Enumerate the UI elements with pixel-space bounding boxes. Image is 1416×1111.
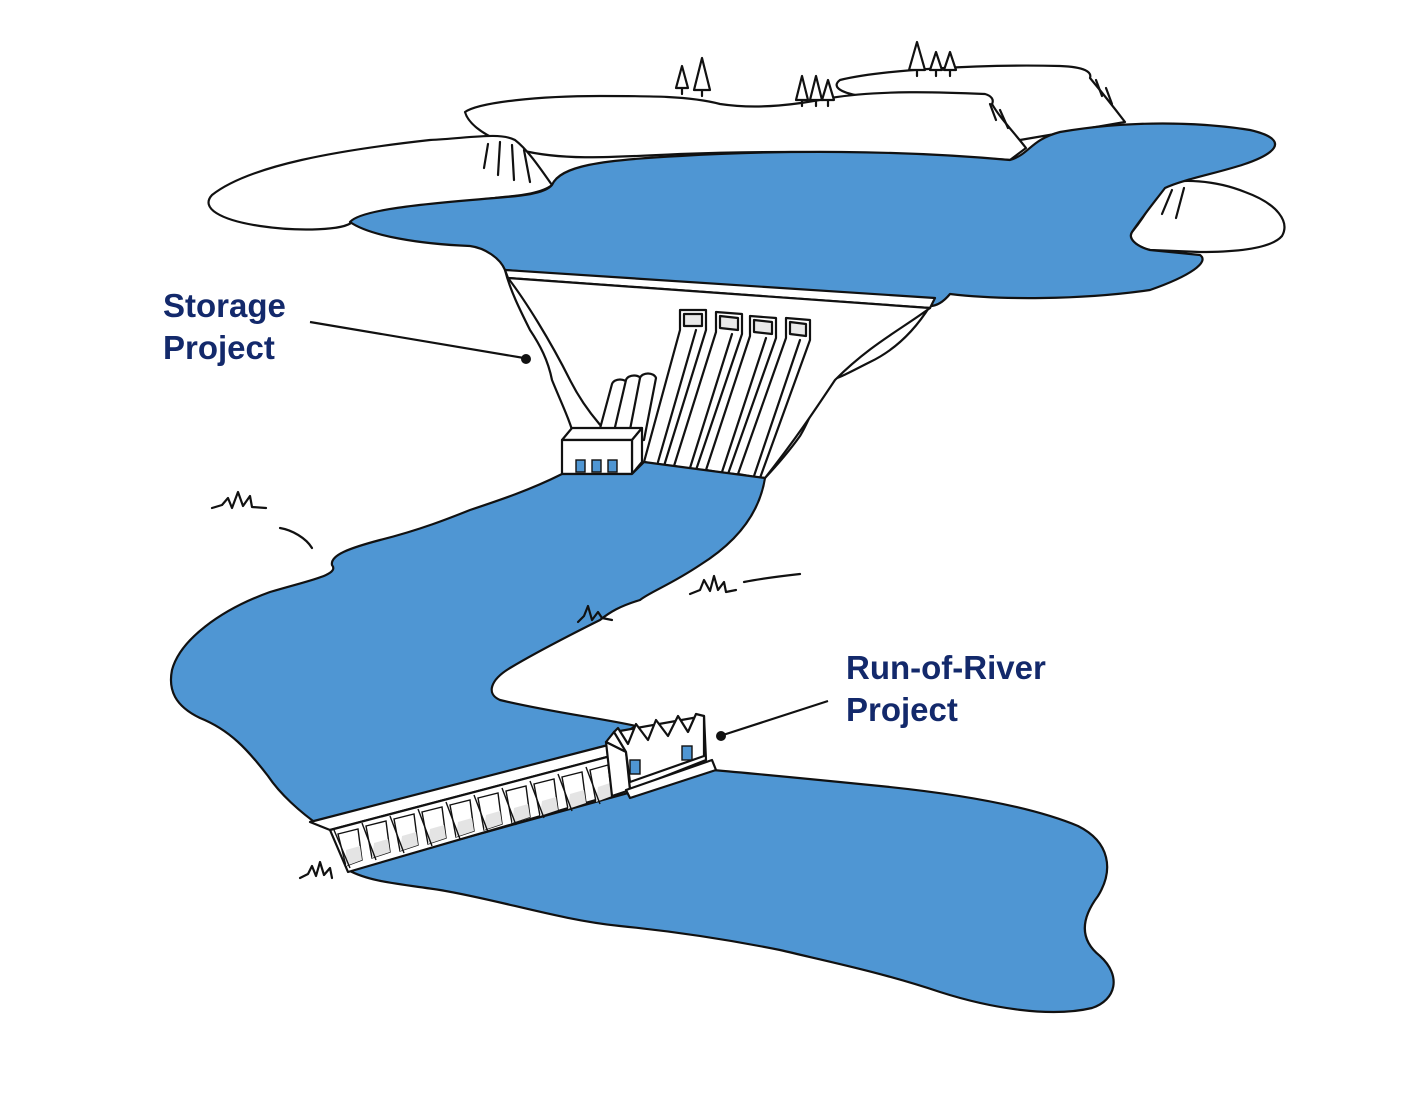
storage-leader-dot [521,354,531,364]
upper-reservoir [348,122,1277,308]
top-plateau [463,91,1028,162]
storage-project-label: Storage Project [163,285,286,369]
tree-icon [820,78,836,108]
grass-tuft-icon [688,574,738,596]
ror-label-line1: Run-of-River [846,649,1046,686]
leader-lines [309,320,829,741]
run-of-river-project-label: Run-of-River Project [846,647,1046,731]
storage-label-line2: Project [163,329,275,366]
spillway-gate [672,310,744,472]
upper-landmasses [207,64,1286,254]
grass-tuft-icon [298,860,334,880]
ror-leader-line [722,699,829,737]
ror-leader-dot [716,731,726,741]
storage-powerhouse [560,426,644,476]
ror-powerhouse [604,712,718,800]
run-of-river-barrage [308,712,718,874]
tree-icon [808,74,824,108]
tree-icon [674,64,690,96]
penstocks [596,372,658,442]
tree-icon [692,56,712,98]
tree-icon [942,50,958,78]
tree-icon [928,50,944,78]
grass-tuft-icon [576,604,614,624]
trees [674,40,958,108]
storage-label-line1: Storage [163,287,286,324]
tree-icon [907,40,927,78]
grass-tuft-icon [210,490,268,510]
lower-basin [346,768,1115,1014]
river-details [210,490,802,880]
tree-icon [794,74,810,108]
ror-label-line2: Project [846,691,958,728]
storage-leader-line [309,320,525,360]
